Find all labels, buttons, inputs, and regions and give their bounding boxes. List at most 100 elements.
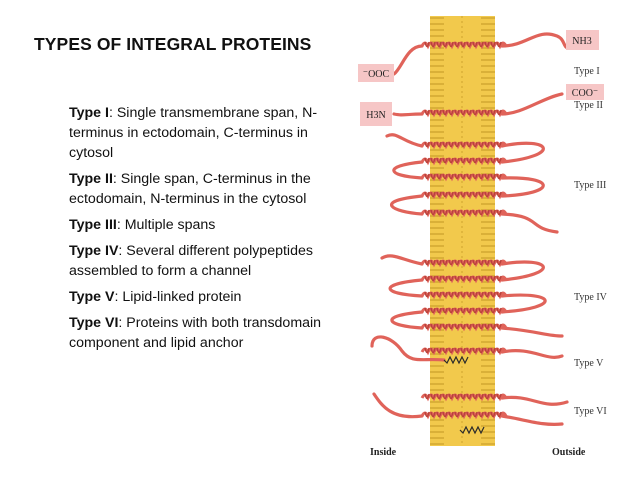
helix-turn: [472, 141, 478, 148]
transmembrane-helix: [420, 275, 508, 284]
helix-turn: [496, 41, 502, 48]
helix-turn: [454, 191, 460, 198]
transmembrane-helix: [420, 41, 508, 50]
helix-turn: [442, 209, 448, 216]
list-item-type-1: Type I: Single transmembrane span, N-ter…: [69, 103, 331, 163]
svg-text:H3N: H3N: [366, 110, 385, 121]
helix-turn: [472, 411, 478, 418]
type-label: Type III: [69, 217, 117, 233]
helix-turn: [490, 411, 496, 418]
helix-turn: [478, 393, 484, 400]
helix-turn: [496, 259, 502, 266]
helix-turn: [496, 411, 502, 418]
protein-chain: [500, 349, 564, 359]
lipid-anchor: [443, 355, 469, 365]
terminus-nh3-label: NH3: [566, 30, 599, 50]
helix-turn: [478, 173, 484, 180]
helix-turn: [442, 291, 448, 298]
helix-turn: [454, 41, 460, 48]
transmembrane-helix: [420, 307, 508, 316]
helix-turn: [478, 275, 484, 282]
transmembrane-helix: [420, 323, 508, 332]
protein-chain: [500, 212, 559, 234]
helix-turn: [472, 191, 478, 198]
helix-turn: [478, 41, 484, 48]
helix-turn: [466, 291, 472, 298]
helix-turn: [490, 191, 496, 198]
transmembrane-helix: [420, 411, 508, 420]
lipid-anchors: [443, 355, 485, 435]
transmembrane-helix: [420, 259, 508, 268]
helix-turn: [454, 307, 460, 314]
helix-turn: [448, 275, 454, 282]
helix-turn: [424, 411, 430, 418]
helix-turn: [466, 259, 472, 266]
helix-turn: [490, 209, 496, 216]
helix-turn: [460, 347, 466, 354]
type-list: Type I: Single transmembrane span, N-ter…: [69, 103, 331, 359]
type-desc: : Proteins with both transdomain compone…: [69, 315, 322, 351]
terminus-h3n-label: H3N: [360, 102, 392, 126]
helix-turn: [466, 393, 472, 400]
helix-turn: [490, 259, 496, 266]
helix-turn: [496, 173, 502, 180]
helix-turn: [448, 347, 454, 354]
helix-turn: [442, 259, 448, 266]
helix-turn: [478, 347, 484, 354]
helix-turn: [430, 209, 436, 216]
helix-turn: [448, 291, 454, 298]
helix-turn: [424, 291, 430, 298]
helix-turn: [442, 307, 448, 314]
protein-chain: [500, 293, 547, 314]
protein-chain: [392, 44, 424, 76]
helix-turn: [484, 157, 490, 164]
helix-turn: [460, 209, 466, 216]
helix-turn: [460, 141, 466, 148]
helix-turn: [466, 209, 472, 216]
helix-turn: [490, 141, 496, 148]
membrane-protein-figure: NH3 ⁻OOC COO⁻ H3N Type I Type II Type II…: [358, 16, 608, 458]
helix-turn: [442, 323, 448, 330]
helix-turn: [484, 275, 490, 282]
helix-turn: [496, 347, 502, 354]
protein-chain: [392, 160, 424, 180]
helix-turn: [448, 173, 454, 180]
helix-turn: [460, 323, 466, 330]
helix-turn: [454, 291, 460, 298]
helix-turn: [436, 109, 442, 116]
helix-turn: [448, 307, 454, 314]
helix-turn: [478, 323, 484, 330]
helix-turn: [454, 259, 460, 266]
helix-turn: [472, 259, 478, 266]
helix-turn: [466, 141, 472, 148]
type-label: Type V: [69, 289, 115, 305]
helix-turn: [478, 291, 484, 298]
helix-turn: [424, 109, 430, 116]
type-label: Type IV: [69, 243, 119, 259]
helix-turn: [436, 173, 442, 180]
helix-turn: [478, 191, 484, 198]
svg-text:⁻OOC: ⁻OOC: [363, 69, 390, 80]
helix-turn: [484, 209, 490, 216]
helix-turn: [490, 157, 496, 164]
helix-turn: [442, 141, 448, 148]
type-desc: : Single span, C-terminus in the ectodom…: [69, 171, 311, 207]
helix-turn: [460, 191, 466, 198]
type-desc: : Single transmembrane span, N-terminus …: [69, 105, 318, 161]
helix-turn: [436, 347, 442, 354]
protein-chain: [390, 310, 424, 330]
helix-turn: [490, 109, 496, 116]
protein-chain: [385, 133, 424, 148]
helix-turn: [466, 109, 472, 116]
helix-turn: [442, 173, 448, 180]
helix-turn: [460, 411, 466, 418]
inside-label: Inside: [370, 447, 397, 458]
helix-turn: [448, 411, 454, 418]
helix-turn: [430, 323, 436, 330]
type-desc: : Lipid-linked protein: [114, 289, 242, 305]
helix-turn: [490, 41, 496, 48]
helix-turn: [472, 275, 478, 282]
helix-turn: [442, 41, 448, 48]
helix-turn: [490, 323, 496, 330]
helix-turn: [496, 323, 502, 330]
